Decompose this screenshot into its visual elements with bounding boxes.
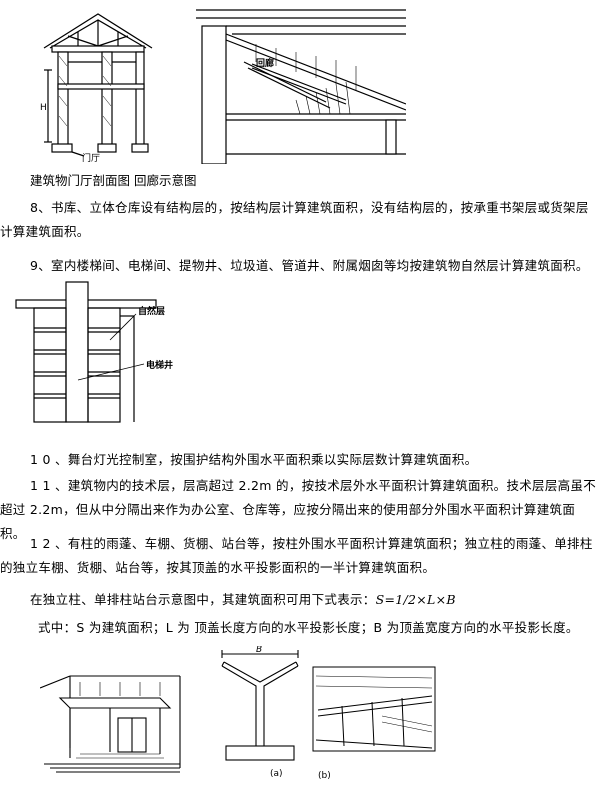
sub-label-b: (b) <box>318 771 331 781</box>
caption-foyer-corridor: 建筑物门厅剖面图 回廊示意图 <box>30 173 197 188</box>
paragraph-11: 1 1 、建筑物内的技术层，层高超过 2.2m 的，按技术层外水平面积计算建筑面… <box>0 478 597 541</box>
building-section-figure: 自然层 电梯井 <box>15 281 173 423</box>
height-label: H <box>40 103 47 113</box>
paragraph-9: 9、室内楼梯间、电梯间、提物井、垃圾道、管道井、附属烟囱等均按建筑物自然层计算建… <box>30 258 589 273</box>
corridor-perspective-figure: 回廊 <box>196 9 406 164</box>
single-column-section-figure: B (a) <box>221 646 299 779</box>
canopy-figure <box>40 675 181 773</box>
natural-floor-label: 自然层 <box>138 305 165 317</box>
paragraph-8: 8、书库、立体仓库设有结构层的，按结构层计算建筑面积，没有结构层的，按承重书架层… <box>0 200 589 239</box>
paragraph-formula: 在独立柱、单排柱站台示意图中，其建筑面积可用下式表示：S=1/2×L×B <box>30 588 598 612</box>
platform-perspective-figure: (b) <box>312 666 436 781</box>
width-label: B <box>256 646 262 655</box>
paragraph-10: 1 0 、舞台灯光控制室，按围护结构外围水平面积乘以实际层数计算建筑面积。 <box>30 452 478 467</box>
formula: S=1/2×L×B <box>375 592 456 607</box>
foyer-section-figure: H 门厅 <box>40 13 153 164</box>
sub-label-a: (a) <box>270 769 283 779</box>
paragraph-12: 1 2 、有柱的雨蓬、车棚、货棚、站台等，按柱外围水平面积计算建筑面积；独立柱的… <box>0 536 593 575</box>
elevator-shaft-label: 电梯井 <box>146 359 173 371</box>
corridor-label: 回廊 <box>256 57 274 69</box>
foyer-label: 门厅 <box>82 152 100 164</box>
formula-intro: 在独立柱、单排柱站台示意图中，其建筑面积可用下式表示： <box>30 592 376 607</box>
paragraph-formula-legend: 式中：S 为建筑面积；L 为 顶盖长度方向的水平投影长度；B 为顶盖宽度方向的水… <box>38 620 579 635</box>
